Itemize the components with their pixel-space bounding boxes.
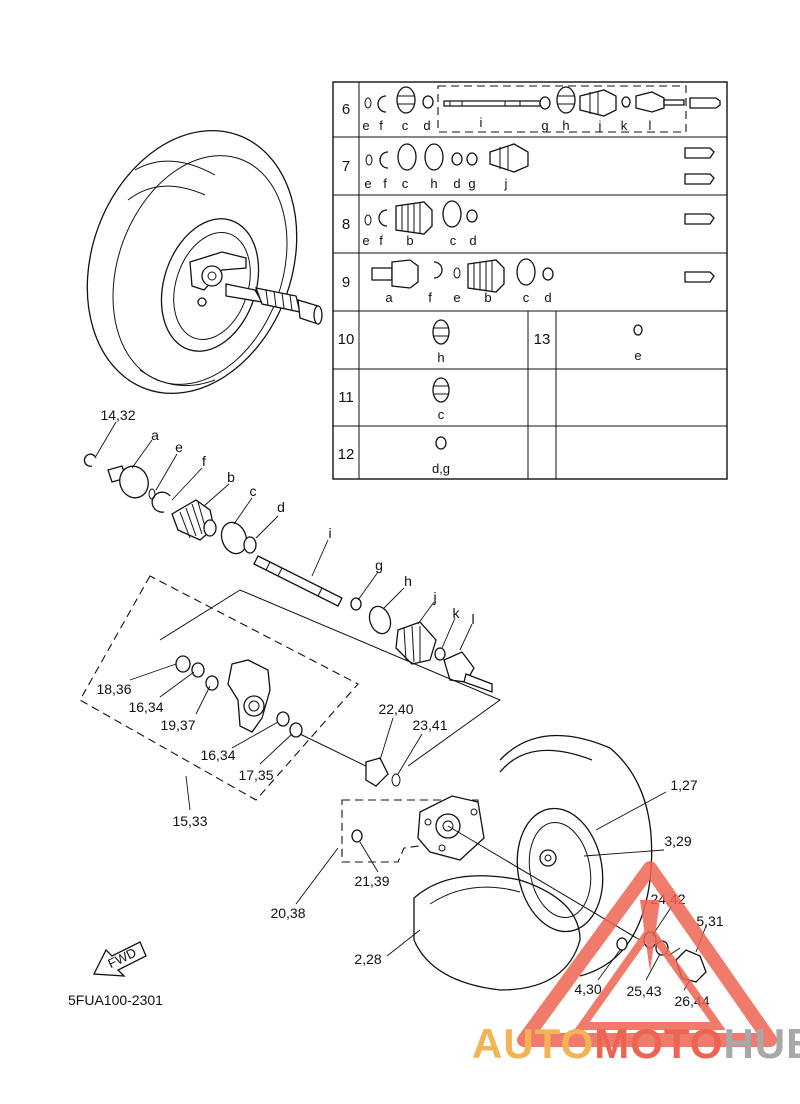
kit-row-8-parts <box>364 200 715 235</box>
callout-h: h <box>404 573 412 589</box>
kit-row-10-number: 10 <box>338 331 355 348</box>
diagram-code: 5FUA100-2301 <box>68 992 163 1008</box>
kit-row-6-number: 6 <box>342 101 350 118</box>
kit-row-11-number: 11 <box>338 389 354 406</box>
callout-19-37: 19,37 <box>160 717 195 733</box>
kit-row-8-label-c: c <box>450 233 457 248</box>
driveshaft-exploded-parts <box>83 453 493 693</box>
kit-row-7-label-h: h <box>430 176 437 191</box>
watermark-text: AUTOMOTOHUB <box>472 1020 800 1067</box>
kit-row-8-label-f: f <box>379 233 383 248</box>
callout-d: d <box>277 499 285 515</box>
kit-row-7-label-g: g <box>468 176 475 191</box>
kit-row-8-label-d: d <box>469 233 476 248</box>
kit-row-6-label-k: k <box>621 118 628 133</box>
kit-row-9-label-b: b <box>484 290 491 305</box>
callout-16-34-b: 16,34 <box>200 747 235 763</box>
callout-c: c <box>250 483 257 499</box>
watermark-auto: AUTO <box>472 1020 594 1067</box>
callout-5-31: 5,31 <box>696 913 723 929</box>
callout-e: e <box>175 439 183 455</box>
callout-f: f <box>202 453 206 469</box>
kit-row-7-label-f: f <box>383 176 387 191</box>
kit-row-10-label-h: h <box>437 350 444 365</box>
front-wheel-hub <box>341 734 707 991</box>
callout-g: g <box>375 557 383 573</box>
kit-row-6-parts <box>364 85 721 133</box>
callout-1-27: 1,27 <box>670 777 697 793</box>
kit-row-9-label-f: f <box>428 290 432 305</box>
kit-row-9-label-d: d <box>544 290 551 305</box>
kit-row-8-label-e: e <box>362 233 369 248</box>
kit-row-6-label-e: e <box>362 118 369 133</box>
kit-row-13-label-e: e <box>634 348 641 363</box>
callout-i: i <box>328 525 331 541</box>
kit-rows-10-13-parts <box>432 319 643 450</box>
callout-23-41: 23,41 <box>412 717 447 733</box>
watermark-moto: MOTO <box>594 1020 723 1067</box>
kit-row-6-label-h: h <box>562 118 569 133</box>
callout-21-39: 21,39 <box>354 873 389 889</box>
kit-row-8-label-b: b <box>406 233 413 248</box>
callout-j: j <box>432 589 436 605</box>
callout-14-32: 14,32 <box>100 407 135 423</box>
kit-row-9-label-e: e <box>453 290 460 305</box>
callout-4-30: 4,30 <box>574 981 601 997</box>
fwd-arrow-icon <box>92 941 147 977</box>
watermark-triangle-logo <box>517 861 777 1047</box>
kit-row-7-label-c: c <box>402 176 409 191</box>
kit-row-7-parts <box>365 143 715 185</box>
kit-row-6-label-g: g <box>541 118 548 133</box>
callout-k: k <box>453 605 461 621</box>
callout-20-38: 20,38 <box>270 905 305 921</box>
callout-22-40: 22,40 <box>378 701 413 717</box>
kit-row-7-label-j: j <box>504 176 508 191</box>
kit-row-6-label-f: f <box>379 118 383 133</box>
kit-row-12-label-dg: d,g <box>432 461 450 476</box>
knuckle-assembly <box>79 575 502 801</box>
kit-row-6-label-c: c <box>402 118 409 133</box>
callout-a: a <box>151 427 159 443</box>
kit-row-11-label-c: c <box>438 407 445 422</box>
callout-3-29: 3,29 <box>664 833 691 849</box>
callout-18-36: 18,36 <box>96 681 131 697</box>
kit-row-8-number: 8 <box>342 216 350 233</box>
kit-table <box>332 81 728 480</box>
callout-17-35: 17,35 <box>238 767 273 783</box>
kit-row-7-label-d: d <box>453 176 460 191</box>
watermark-hub: HUB <box>723 1020 800 1067</box>
leader-lines <box>95 421 707 991</box>
kit-row-13-number: 13 <box>534 331 551 348</box>
callout-25-43: 25,43 <box>626 983 661 999</box>
kit-row-9-label-a: a <box>385 290 393 305</box>
kit-row-6-label-d: d <box>423 118 430 133</box>
callout-l: l <box>471 611 474 627</box>
callout-15-33: 15,33 <box>172 813 207 829</box>
kit-row-9-parts <box>371 258 715 293</box>
kit-row-12-number: 12 <box>338 446 355 463</box>
kit-row-6-label-i: i <box>480 115 483 130</box>
kit-row-6-label-l: l <box>649 118 652 133</box>
kit-row-6-label-j: j <box>598 118 602 133</box>
callout-b: b <box>227 469 235 485</box>
kit-row-9-number: 9 <box>342 274 350 291</box>
kit-row-9-label-c: c <box>523 290 530 305</box>
kit-row-7-label-e: e <box>364 176 371 191</box>
kit-row-7-number: 7 <box>342 158 350 175</box>
assembled-wheel-illustration <box>86 129 323 395</box>
callout-2-28: 2,28 <box>354 951 381 967</box>
callout-16-34-a: 16,34 <box>128 699 163 715</box>
